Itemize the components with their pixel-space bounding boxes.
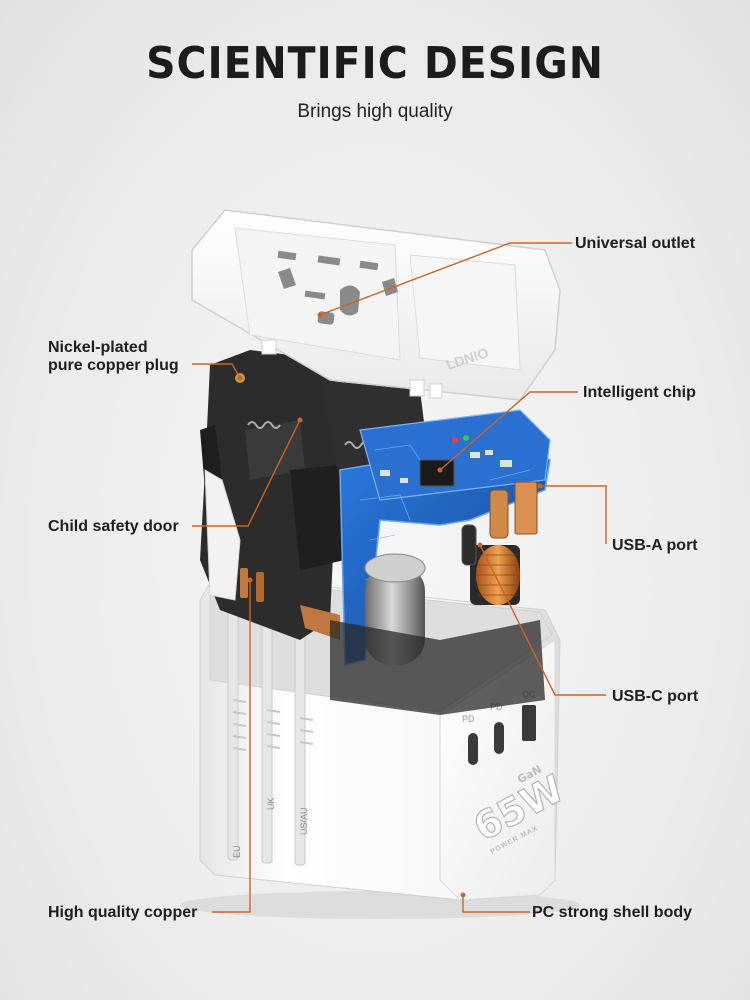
callout-usb-a-port: USB-A port [612,537,698,554]
page-title: SCIENTIFIC DESIGN [146,38,604,89]
copper-contact-2 [256,572,264,602]
leader-copper [212,580,251,913]
callout-nickel-plug-line2: pure copper plug [48,357,179,374]
leader-lines [192,242,607,913]
universal-outlet-cover: LDNIO [191,209,561,401]
port-pd2-label: PD [490,702,503,712]
callout-nickel-plug-line1: Nickel-plated [48,339,148,356]
region-eu-label: EU [232,845,242,858]
copper-contact-1 [240,568,248,598]
callout-usb-c-port: USB-C port [612,688,699,705]
leader-nickel-plug [192,363,241,379]
callout-intelligent-chip: Intelligent chip [583,384,696,401]
usb-a-port-shape [522,705,536,741]
callout-high-quality-copper: High quality copper [48,904,198,921]
usb-c-port-1-shape [468,733,478,765]
leader-shell [462,895,530,913]
callout-universal-outlet: Universal outlet [575,235,696,252]
callout-child-safety-door: Child safety door [48,518,179,535]
leader-child-safety [192,419,301,527]
leader-usb-a [540,485,607,544]
page-subtitle: Brings high quality [297,101,453,122]
intelligent-chip-shape [419,459,455,487]
leader-intelligent-chip [439,391,578,471]
usb-c-port-2-shape [494,722,504,754]
region-us-label: US/AU [299,807,309,835]
leader-usb-c [479,544,606,696]
usb-connectors [461,481,538,566]
region-uk-label: UK [266,797,276,810]
leader-universal-outlet [319,242,572,316]
port-pd1-label: PD [462,714,475,724]
callout-pc-shell-body: PC strong shell body [532,904,693,921]
